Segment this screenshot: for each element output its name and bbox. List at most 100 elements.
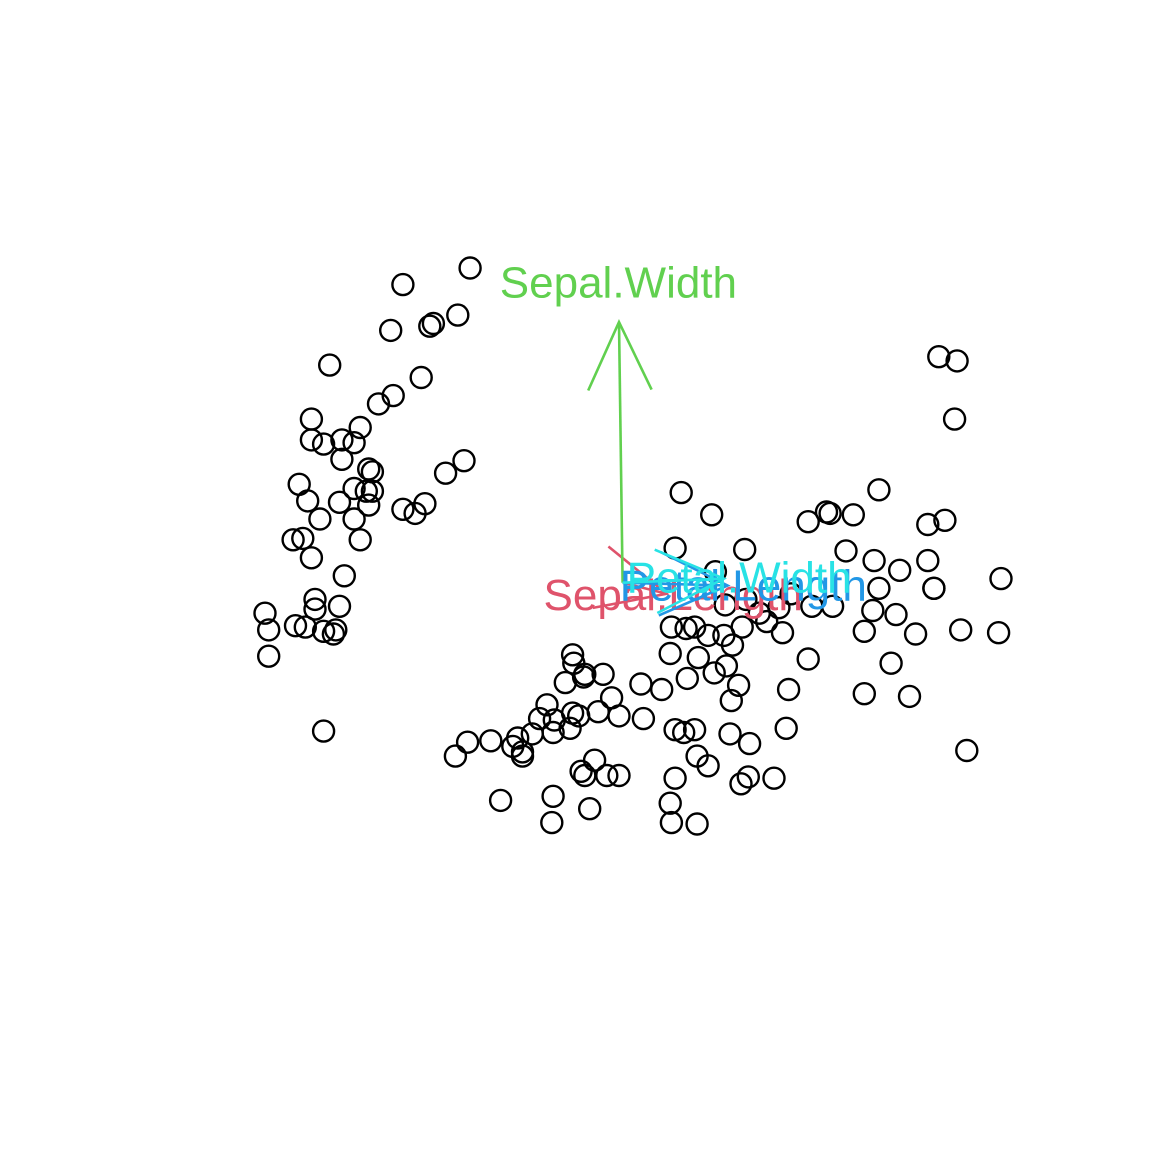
scatter-point xyxy=(391,272,415,297)
scatter-point xyxy=(658,641,682,666)
scatter-point xyxy=(573,763,597,788)
scatter-point xyxy=(293,615,317,639)
scatter-point xyxy=(299,407,324,431)
scatter-point xyxy=(852,682,876,706)
scatter-point xyxy=(311,619,336,643)
scatter-point xyxy=(458,256,482,280)
scatter-point xyxy=(755,609,779,634)
scatter-point xyxy=(348,415,372,440)
vector-label-sepal-length: Sepal.Length xyxy=(544,571,803,620)
scatter-point xyxy=(303,587,327,612)
vector-arrowhead xyxy=(592,545,670,610)
scatter-point xyxy=(682,615,707,639)
scatter-point xyxy=(296,489,320,513)
scatter-point xyxy=(942,407,967,431)
scatter-point xyxy=(381,383,405,408)
scatter-point xyxy=(443,744,468,768)
vector-sepal-length: Sepal.Length xyxy=(544,545,803,620)
scatter-point xyxy=(916,548,940,573)
vector-shaft xyxy=(622,581,667,596)
scatter-point xyxy=(989,566,1013,591)
scatter-point xyxy=(560,643,585,667)
scatter-point xyxy=(650,677,674,702)
scatter-point xyxy=(366,392,391,416)
scatter-point xyxy=(796,647,820,671)
scatter-point xyxy=(318,353,342,377)
scatter-point xyxy=(696,623,720,648)
scatter-point xyxy=(933,508,957,532)
scatter-point xyxy=(342,431,366,455)
scatter-point xyxy=(631,706,656,731)
scatter-point xyxy=(922,576,946,600)
scatter-point xyxy=(535,693,559,717)
scatter-point xyxy=(776,677,801,702)
scatter-point xyxy=(281,528,305,552)
scatter-point xyxy=(686,645,710,670)
scatter-point xyxy=(321,622,346,646)
scatter-point xyxy=(884,602,908,627)
scatter-point xyxy=(945,349,969,373)
vector-label-sepal-width: Sepal.Width xyxy=(500,259,737,308)
scatter-point xyxy=(311,432,336,456)
scatter-point xyxy=(299,546,324,570)
scatter-point xyxy=(607,704,631,728)
scatter-point xyxy=(446,303,470,327)
scatter-point xyxy=(607,763,631,788)
scatter-point xyxy=(862,548,886,573)
scatter-point xyxy=(986,621,1011,645)
scatter-point xyxy=(669,480,693,505)
vector-arrowhead xyxy=(654,548,727,615)
scatter-point xyxy=(897,684,922,709)
scatter-point xyxy=(357,493,381,517)
scatter-point xyxy=(682,718,707,742)
scatter-point xyxy=(452,449,476,473)
scatter-point xyxy=(455,730,480,754)
scatter-point xyxy=(488,788,513,813)
scatter-point xyxy=(379,318,403,343)
scatter-point xyxy=(342,507,366,531)
scatter-point xyxy=(391,497,415,521)
scatter-point xyxy=(737,731,762,756)
scatter-point xyxy=(659,810,684,835)
scatter-point xyxy=(820,594,845,618)
scatter-point xyxy=(867,478,891,502)
scatter-point xyxy=(418,314,442,338)
scatter-point xyxy=(852,619,876,643)
vector-petal-width: Petal.Width xyxy=(622,548,852,615)
vector-shaft xyxy=(622,577,724,584)
scatter-point xyxy=(510,740,535,764)
scatter-point xyxy=(903,622,928,646)
scatter-point xyxy=(257,618,281,642)
scatter-point xyxy=(479,729,503,753)
scatter-point xyxy=(814,500,839,524)
scatter-point xyxy=(332,564,356,588)
scatter-point xyxy=(888,558,912,582)
scatter-point xyxy=(762,766,786,790)
scatter-point xyxy=(409,365,433,390)
scatter-point xyxy=(330,428,354,452)
vector-arrowhead xyxy=(658,550,731,617)
scatter-point xyxy=(916,512,940,537)
vector-label-petal-width: Petal.Width xyxy=(627,554,852,603)
scatter-point xyxy=(578,797,602,821)
scatter-point xyxy=(867,576,891,600)
scatter-points xyxy=(253,256,1013,836)
scatter-point xyxy=(330,447,354,471)
scatter-point xyxy=(433,461,458,485)
scatter-point xyxy=(327,594,352,618)
vector-arrowhead xyxy=(587,319,653,392)
scatter-point xyxy=(714,654,739,678)
scatter-point xyxy=(734,587,758,612)
scatter-point xyxy=(542,708,566,732)
scatter-point xyxy=(955,738,979,763)
scatter-point xyxy=(674,616,698,641)
scatter-point xyxy=(308,507,332,531)
scatter-point xyxy=(700,503,724,527)
scatter-point xyxy=(299,428,324,452)
scatter-point xyxy=(257,644,281,668)
scatter-point xyxy=(291,526,315,551)
vector-petal-length: Petal.Length xyxy=(620,550,867,617)
scatter-point xyxy=(834,539,858,563)
scatter-point xyxy=(702,661,726,685)
scatter-point xyxy=(303,597,327,621)
